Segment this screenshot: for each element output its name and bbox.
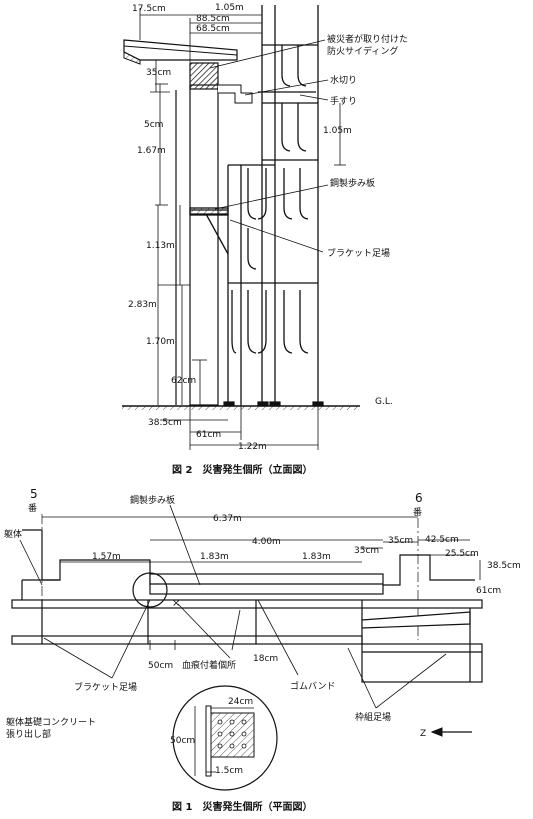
- inset-dim-50cm: 50cm: [170, 736, 195, 746]
- dim-1-05m-top: 1.05m: [215, 3, 244, 13]
- leader-lines: [209, 39, 329, 253]
- grid-5: 5: [30, 487, 38, 501]
- figure-2-caption: 図 2 災害発生個所（立面図）: [172, 463, 312, 476]
- plan-dim-1-83m-a: 1.83m: [200, 552, 229, 562]
- plan-dim-50cm: 50cm: [148, 661, 173, 671]
- plan-dim-42-5cm: 42.5cm: [425, 535, 459, 545]
- dim-1-22m: 1.22m: [238, 442, 267, 452]
- accident-circle: [132, 572, 168, 608]
- dim-1-67m: 1.67m: [137, 146, 166, 156]
- dim-1-70m: 1.70m: [146, 337, 175, 347]
- label-gl: G.L.: [375, 397, 393, 407]
- label-siding-2: 防火サイディング: [327, 45, 398, 57]
- inset-dim-1-5cm: 1.5cm: [215, 766, 243, 776]
- plan-dim-18cm: 18cm: [253, 654, 278, 664]
- bracket-scaffold: [189, 207, 229, 255]
- dim-1-05m-right: 1.05m: [323, 126, 352, 136]
- dim-5cm: 5cm: [144, 120, 163, 130]
- plan-dim-61cm: 61cm: [476, 586, 501, 596]
- dim-2-83m: 2.83m: [128, 300, 157, 310]
- dim-62cm: 62cm: [171, 376, 196, 386]
- label-siding-1: 被災者が取り付けた: [327, 33, 408, 45]
- frame-scaffold-lower: [227, 164, 318, 405]
- figure-2-elevation: 17.5cm 1.05m 88.5cm 68.5cm 35cm 5cm 1.67…: [122, 3, 408, 476]
- plan-dimensions: [42, 516, 481, 650]
- dim-68-5cm: 68.5cm: [196, 24, 230, 34]
- svg-text:×: ×: [172, 598, 180, 609]
- dim-38-5cm: 38.5cm: [148, 418, 182, 428]
- steel-walkway-plan: [149, 573, 384, 595]
- plan-dim-25-5cm: 25.5cm: [445, 549, 479, 559]
- label-tesuri: 手すり: [330, 95, 357, 107]
- label-foundation-1: 躯体基礎コンクリート: [6, 716, 96, 728]
- north-arrow: [430, 727, 472, 737]
- label-bracket-plan: ブラケット足場: [74, 681, 137, 693]
- plan-dim-4-00m: 4.00m: [252, 537, 281, 547]
- figure-1-caption: 図 1 災害発生個所（平面図）: [172, 800, 312, 813]
- dim-88-5cm: 88.5cm: [196, 14, 230, 24]
- detail-inset: [172, 685, 278, 791]
- grid-5-ban: 番: [28, 502, 37, 514]
- roof-eave: [123, 39, 238, 65]
- blood-mark: ×: [172, 598, 180, 609]
- building-wall: [175, 84, 219, 406]
- plan-dim-35cm-b: 35cm: [388, 536, 413, 546]
- label-blood: 血痕付着個所: [182, 659, 236, 671]
- figure-1-plan: 5 番 6 番: [4, 487, 521, 813]
- inset-dim-24cm: 24cm: [228, 697, 253, 707]
- label-kutai: 躯体: [4, 528, 22, 540]
- plan-leaders: [19, 504, 447, 709]
- label-mizukiri: 水切り: [330, 74, 357, 86]
- dim-35cm: 35cm: [146, 68, 171, 78]
- plan-dim-1-83m-b: 1.83m: [302, 552, 331, 562]
- plan-dim-6-37m: 6.37m: [213, 514, 242, 524]
- mizukiri-flashing: [218, 84, 253, 104]
- label-ayumi-plan: 鋼製歩み板: [130, 494, 175, 506]
- plan-dim-35cm-a: 35cm: [354, 546, 379, 556]
- dim-17-5cm: 17.5cm: [132, 4, 166, 14]
- grid-6-ban: 番: [413, 506, 422, 518]
- frame-scaffold-plan: [11, 599, 483, 683]
- label-bracket-elev: ブラケット足場: [327, 247, 390, 259]
- plan-dim-1-57m: 1.57m: [92, 552, 121, 562]
- grid-6: 6: [415, 491, 423, 505]
- plan-dim-38-5cm: 38.5cm: [487, 561, 521, 571]
- label-frame-plan: 枠組足場: [355, 711, 391, 723]
- label-north: Z: [420, 729, 426, 739]
- dim-61cm: 61cm: [196, 430, 221, 440]
- label-rubber: ゴムバンド: [290, 680, 335, 692]
- vertical-dimensions: [150, 59, 346, 405]
- dim-1-13m: 1.13m: [146, 241, 175, 251]
- frame-scaffold-upper: [261, 5, 319, 405]
- label-foundation-2: 張り出し部: [6, 728, 51, 740]
- label-ayumi-elev: 鋼製歩み板: [330, 177, 375, 189]
- horizontal-dimensions: [139, 8, 319, 450]
